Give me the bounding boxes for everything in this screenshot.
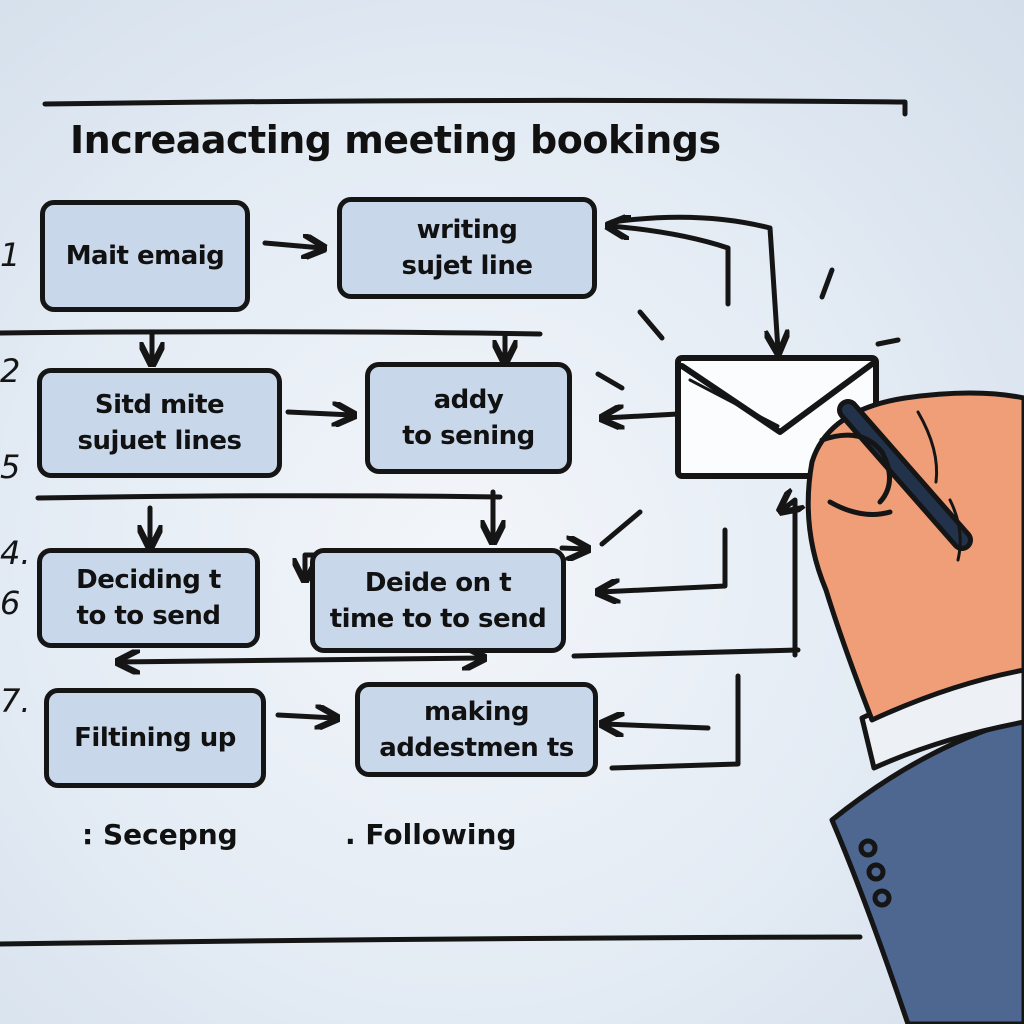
step-box-writing-subject: writing sujet line	[337, 197, 597, 299]
arrow-3-to-4	[285, 412, 352, 415]
step-box-making-adjust: making addestmen ts	[355, 682, 598, 777]
footer-left: : Secepng	[82, 818, 238, 851]
arrow-loop-to-env	[609, 214, 778, 350]
box-label: to sening	[402, 421, 535, 451]
arrow-7-to-8	[275, 715, 335, 718]
step-box-addy-sening: addy to sening	[365, 362, 572, 474]
row-number: 4.	[0, 534, 31, 572]
box-label: Deciding t	[76, 565, 221, 595]
row-number: 1	[0, 236, 21, 274]
step-box-deide-time: Deide on t time to to send	[310, 548, 566, 653]
arrow-env-to-box8	[609, 673, 741, 771]
box-label: to to send	[76, 601, 221, 631]
row-number: 5	[0, 448, 21, 486]
box-label: Mait emaig	[65, 241, 225, 271]
row-number: 6	[0, 584, 21, 622]
step-box-deciding: Deciding t to to send	[37, 548, 260, 648]
arrow-box8-in	[604, 724, 711, 728]
box-label: Filtining up	[74, 723, 236, 753]
box-label: time to to send	[329, 603, 547, 634]
hand	[805, 390, 1024, 723]
burst-dash	[875, 337, 901, 347]
box-label: addy	[433, 385, 504, 415]
box-label: addestmen ts	[379, 732, 574, 763]
row-number: 7.	[0, 682, 31, 720]
box-label: writing	[416, 215, 518, 245]
arrow-hand-branch	[782, 500, 795, 658]
row-number: 2	[0, 352, 21, 390]
step-box-mait-emaig: Mait emaig	[40, 200, 250, 312]
top-rule	[42, 97, 908, 117]
diagram-title: Increaacting meeting bookings	[70, 118, 721, 162]
hand-with-pen	[805, 390, 1024, 1024]
arrow-env-to-box4	[604, 414, 681, 418]
suit-sleeve	[829, 715, 1024, 1024]
box-label: Deide on t	[364, 567, 512, 598]
box-label: Sitd mite	[94, 390, 225, 420]
step-box-filtining: Filtining up	[44, 688, 266, 788]
arrow-double	[120, 658, 482, 662]
burst-dash	[819, 267, 835, 300]
arrow-box6-right	[559, 548, 586, 549]
divider-row-2	[35, 493, 503, 501]
step-box-sitd-mite: Sitd mite sujuet lines	[37, 368, 282, 478]
box-label: sujuet lines	[77, 426, 242, 456]
burst-dash	[599, 509, 643, 547]
divider-row-1	[0, 329, 543, 337]
arrow-1-to-2	[262, 243, 322, 248]
burst-dash	[637, 309, 665, 341]
burst-dash	[595, 371, 625, 391]
line-to-hand	[571, 647, 801, 659]
box-label: making	[424, 696, 529, 727]
footer-right: . Following	[345, 818, 517, 851]
bottom-rule	[0, 934, 863, 947]
arrow-env-to-box6	[600, 527, 728, 592]
arrow-env-to-box2	[610, 226, 731, 307]
box-label: sujet line	[401, 251, 533, 281]
